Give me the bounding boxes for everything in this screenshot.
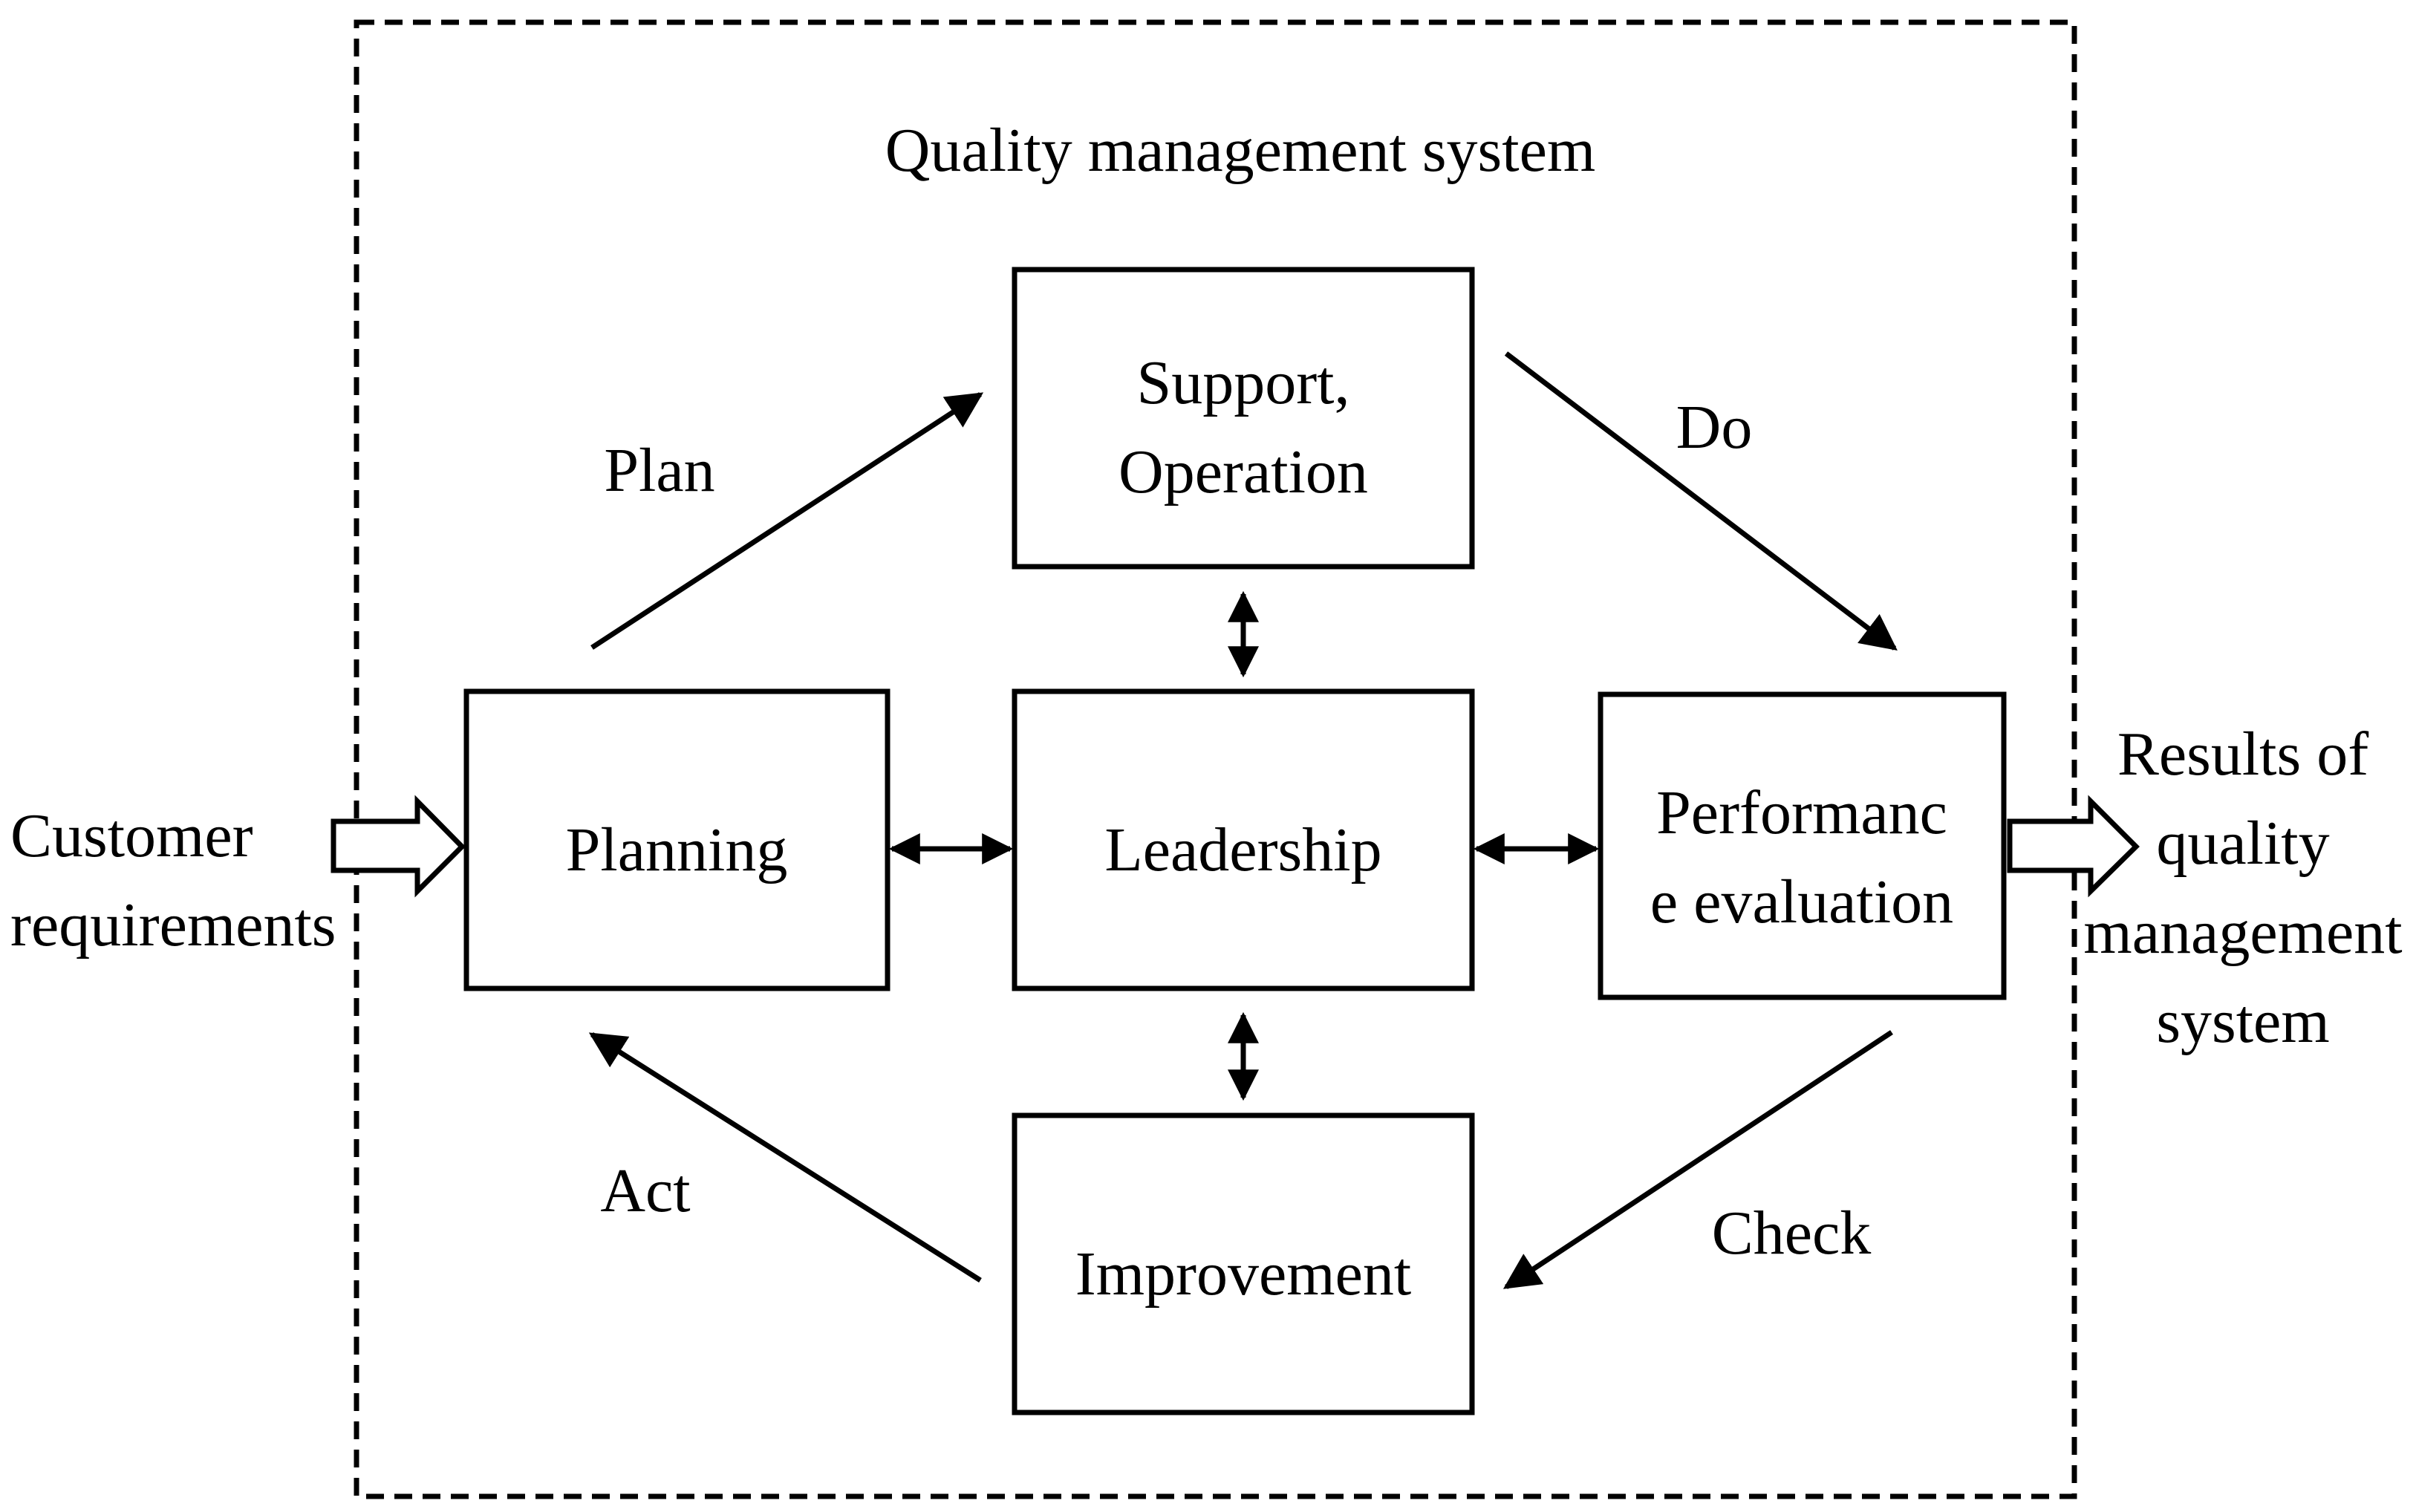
system-boundary [354, 19, 2077, 1499]
act-label: Act [600, 1156, 690, 1225]
do-label: Do [1676, 393, 1753, 462]
system-title: Quality management system [885, 116, 1595, 185]
leadership-label: Leadership [1104, 815, 1381, 884]
improvement-label: Improvement [1075, 1239, 1412, 1309]
improvement-box [1012, 1112, 1475, 1415]
check-arrow [1502, 1030, 1893, 1289]
output-label-line4: system [2156, 987, 2329, 1056]
plan-arrow [590, 392, 984, 650]
leadership-box [1012, 688, 1475, 991]
input-hollow-arrow [331, 795, 466, 898]
output-label-line3: management [2083, 898, 2402, 967]
support-operation-label-line1: Support, [1136, 348, 1349, 417]
planning-box [463, 688, 890, 991]
plan-label: Plan [604, 436, 714, 505]
output-hollow-arrow [2007, 795, 2140, 898]
act-arrow [588, 1032, 982, 1283]
input-label-line2: requirements [10, 890, 336, 959]
performance-evaluation-label-line1: Performanc [1656, 778, 1947, 847]
input-label-line1: Customer [10, 801, 253, 870]
do-arrow [1504, 351, 1898, 651]
support-operation-box [1012, 267, 1475, 570]
performance-evaluation-box [1598, 691, 2007, 1000]
output-label-line1: Results of [2117, 720, 2368, 789]
support-operation-label-line2: Operation [1119, 437, 1368, 506]
output-label-line2: quality [2156, 809, 2329, 878]
check-label: Check [1712, 1199, 1872, 1268]
performance-evaluation-label-line2: e evaluation [1650, 867, 1953, 936]
planning-label: Planning [566, 815, 788, 884]
